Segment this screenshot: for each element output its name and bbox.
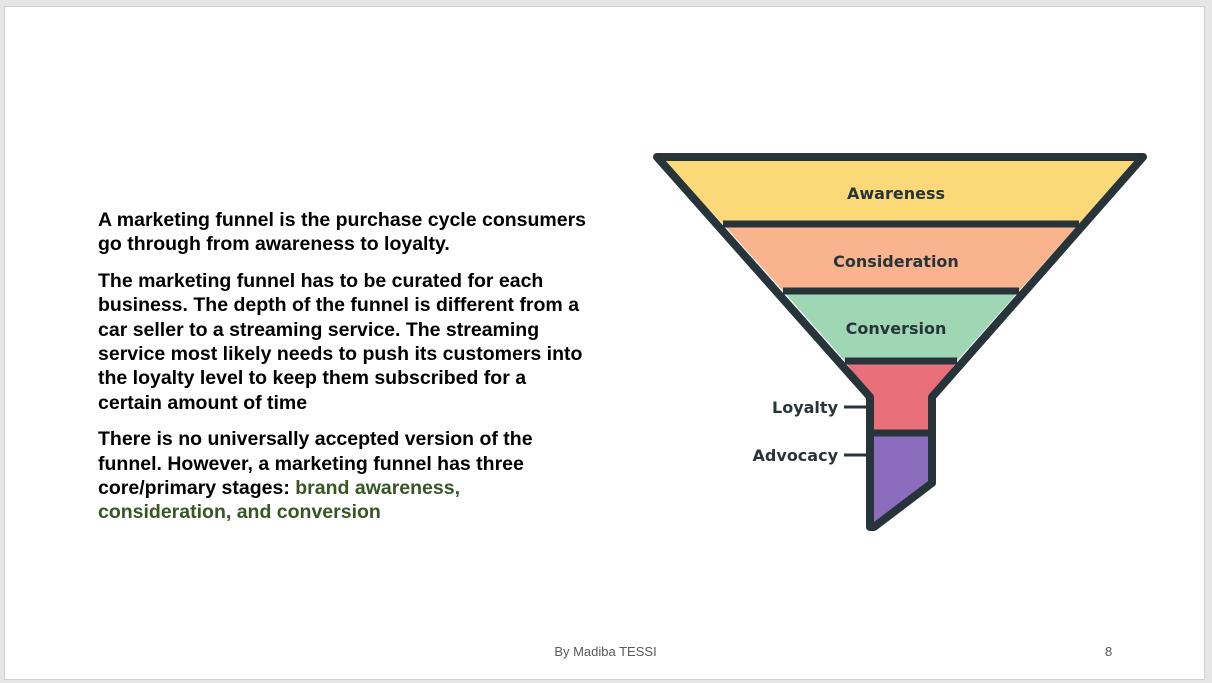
funnel-stage-loyalty (845, 361, 957, 433)
stage-label-conversion: Conversion (846, 319, 947, 338)
paragraph-curation: The marketing funnel has to be curated f… (98, 270, 583, 414)
stage-label-loyalty: Loyalty (772, 398, 839, 417)
funnel-stage-advocacy (870, 433, 932, 527)
funnel-stage-awareness (663, 161, 1135, 224)
funnel-stage-conversion (783, 291, 1019, 361)
body-text: A marketing funnel is the purchase cycle… (98, 208, 588, 537)
funnel-stage-consideration (723, 224, 1079, 291)
page-number: 8 (1105, 644, 1113, 659)
footer-author: By Madiba TESSI (554, 644, 657, 659)
paragraph-definition: A marketing funnel is the purchase cycle… (98, 209, 587, 256)
funnel-outline (653, 153, 1147, 531)
core-stages-highlight: brand awareness, consideration, and conv… (98, 476, 461, 524)
paragraph-stages: There is no universally accepted version… (98, 427, 588, 524)
stage-label-consideration: Consideration (833, 252, 959, 271)
marketing-funnel-diagram: Awareness Consideration Conversion Loyal… (653, 153, 1147, 531)
stage-label-awareness: Awareness (847, 184, 945, 203)
stage-label-advocacy: Advocacy (753, 446, 839, 465)
paragraph-stages-lead: There is no universally accepted version… (98, 428, 533, 499)
slide: A marketing funnel is the purchase cycle… (4, 6, 1205, 680)
